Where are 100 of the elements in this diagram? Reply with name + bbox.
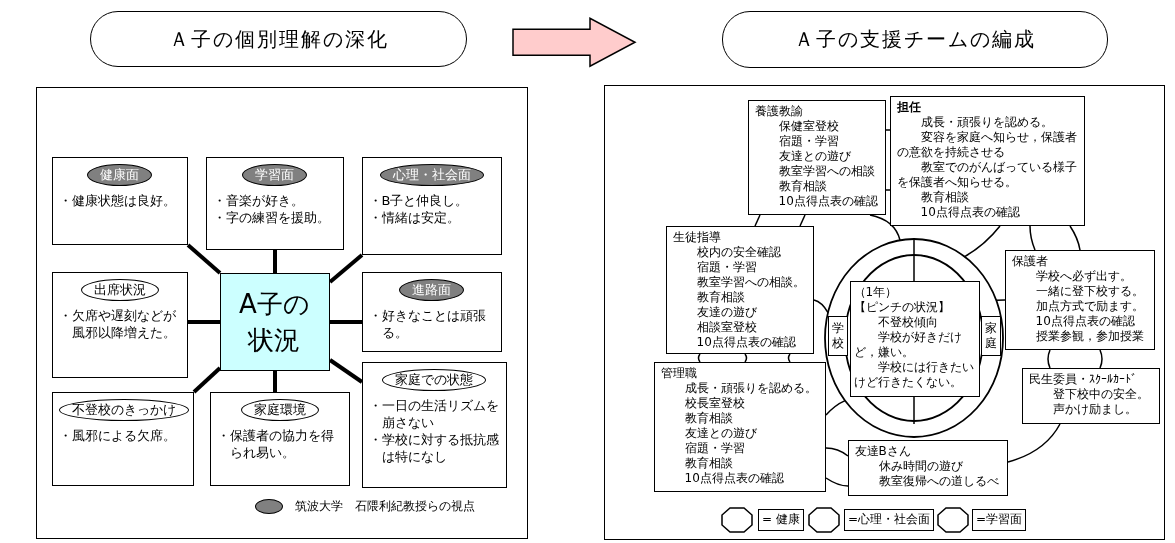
connector-line [1029, 225, 1036, 251]
box-heading: 生徒指導 [672, 229, 722, 245]
legend-label: = 健康 [758, 509, 804, 531]
list-item: 教室復帰への道しるべ [877, 473, 1000, 489]
role-box [665, 225, 814, 354]
box-heading: 養護教諭 [754, 103, 804, 119]
title-pill: Ａ子の支援チームの編成 [722, 11, 1108, 68]
list-item: 宿題・学習 [777, 133, 840, 149]
list-item: 10点得点表の確認 [1034, 313, 1136, 329]
legend-text: 筑波大学 石隈利紀教授らの視点 [295, 498, 475, 515]
bullet-text: ・保護者の協力を得られ易い。 [216, 426, 335, 461]
situation-box [849, 280, 980, 397]
connector-line [273, 250, 277, 273]
legend-label: =心理・社会面 [844, 509, 935, 531]
connector-line [697, 353, 701, 363]
list-item: 教室でのがんばっている様子を保護者へ知らせる。 [896, 159, 1078, 190]
connector-line [330, 320, 362, 324]
connector-line [813, 299, 829, 314]
info-box [361, 361, 507, 488]
list-item: 宿題・学習 [683, 440, 746, 456]
connector-line [869, 214, 901, 241]
role-box [747, 99, 886, 215]
panel [604, 85, 1165, 540]
list-item: 不登校傾向 [876, 314, 939, 330]
bullet-text: ・字の練習を援助。 [212, 208, 331, 226]
list-item: 友達との遊び [683, 425, 758, 441]
box-heading: 担任 [896, 99, 922, 115]
bullet-text: ・欠席や遅刻などが風邪以降増えた。 [58, 306, 177, 341]
ring [823, 237, 1004, 438]
list-item: 10点得点表の確認 [683, 470, 785, 486]
bullet-text: ・一日の生活リズムを崩さない [368, 396, 500, 431]
role-box [889, 95, 1085, 226]
list-item: 成長・頑張りを認める。 [919, 114, 1054, 130]
info-box [209, 391, 350, 486]
panel [36, 87, 528, 539]
connector-line [1099, 349, 1103, 369]
connector-line [1069, 225, 1081, 251]
category-cloud: 心理・社会面 [379, 163, 484, 186]
list-item: 学校へ必ず出す。 [1034, 268, 1133, 284]
category-cloud: 進路面 [399, 278, 464, 301]
list-item: 教育相談 [683, 455, 734, 471]
bullet-text: ・情緒は安定。 [368, 208, 461, 226]
list-item: 授業参観，参加授業 [1034, 328, 1145, 344]
list-item: 教室学習への相談 [777, 163, 876, 179]
side-label-box: 学校 [827, 315, 848, 356]
title-pill: Ａ子の個別理解の深化 [90, 11, 467, 67]
info-box [205, 156, 344, 250]
bullet-text: ・B子と仲良し。 [368, 191, 470, 209]
connector-line [754, 214, 761, 227]
connector-line [885, 189, 891, 191]
list-item: 校長室登校 [683, 395, 746, 411]
list-item: 学校が好きだけど，嫌い。 [853, 329, 963, 360]
box-heading: 民生委員・ｽｸｰﾙｶｰﾄﾞ [1028, 371, 1138, 387]
ring [843, 253, 984, 422]
list-item: 校内の安全確認 [695, 244, 782, 260]
info-box [361, 271, 502, 352]
list-item: 友達の遊び [695, 304, 758, 320]
role-box [653, 361, 826, 492]
list-item: 加点方式で励ます。 [1034, 298, 1145, 314]
connector-line [995, 299, 1006, 302]
list-item: 教育相談 [919, 189, 970, 205]
list-item: 宿題・学習 [695, 259, 758, 275]
role-box [1021, 367, 1160, 424]
bullet-text: ・学校に対する抵抗感は特になし [368, 430, 500, 465]
info-box [361, 156, 502, 255]
list-item: 保健室登校 [777, 118, 840, 134]
connector-line [273, 371, 277, 392]
connector-line [1047, 349, 1051, 369]
connector-line [186, 243, 222, 275]
list-item: 【ピンチの状況】 [853, 299, 951, 315]
list-item: 登下校中の安全。 [1051, 386, 1150, 402]
bullet-text: ・音楽が好き。 [212, 191, 305, 209]
center-box: A子の状況 [219, 272, 330, 371]
bullet-text: ・好きなことは頑張る。 [368, 306, 487, 341]
category-cloud: 健康面 [87, 163, 152, 186]
list-item: 教室学習への相談。 [695, 274, 806, 290]
category-cloud: 学習面 [242, 163, 307, 186]
box-heading: （1年） [853, 284, 899, 300]
connector-line [963, 225, 1001, 258]
box-heading: 管理職 [660, 365, 698, 381]
connector-line [825, 399, 846, 416]
connector-line [885, 129, 891, 131]
legend-label: =学習面 [972, 509, 1027, 531]
info-box [51, 391, 194, 486]
box-heading: 友達Bさん [854, 443, 912, 459]
connector-line [787, 353, 791, 363]
role-box [1004, 249, 1155, 350]
connector-line [825, 447, 849, 457]
bullet-text: ・健康状態は良好。 [58, 191, 177, 209]
connector-line [825, 477, 849, 487]
block-arrow [512, 17, 637, 68]
side-label-box: 家庭 [980, 315, 1001, 356]
list-item: 10点得点表の確認 [919, 204, 1021, 220]
info-box [51, 156, 188, 245]
list-item: 10点得点表の確認 [695, 334, 797, 350]
list-item: 一緒に登下校する。 [1034, 283, 1145, 299]
list-item: 声かけ励まし。 [1051, 401, 1138, 417]
list-item: 教育相談 [695, 289, 746, 305]
list-item: 成長・頑張りを認める。 [683, 380, 818, 396]
list-item: 10点得点表の確認 [777, 193, 879, 209]
